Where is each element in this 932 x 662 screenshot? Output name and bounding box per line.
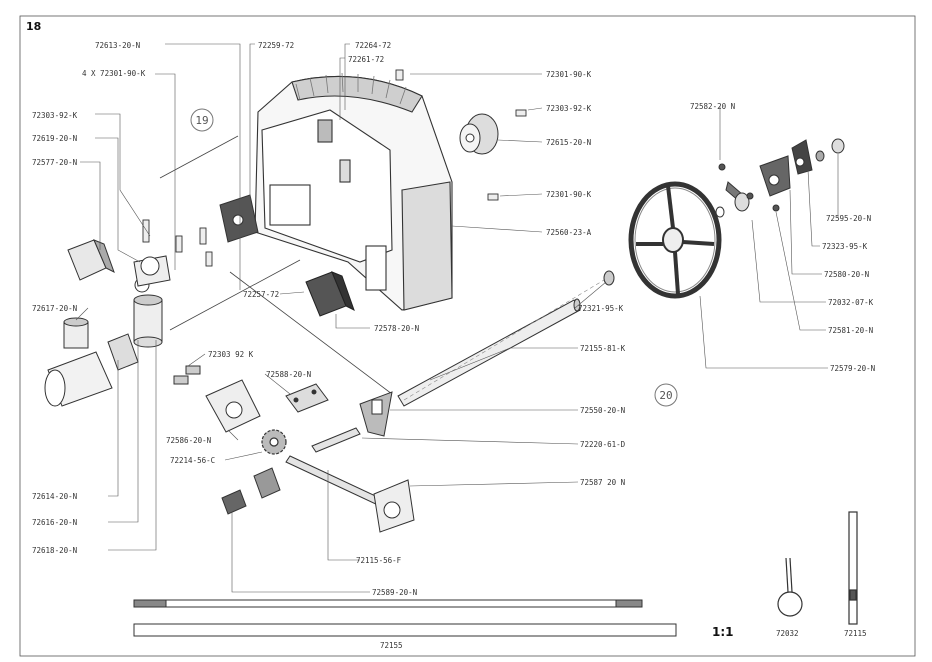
label-72580: 72580-20-N	[824, 270, 869, 279]
housing-72560	[254, 72, 453, 311]
label-72618: 72618-20-N	[32, 546, 77, 555]
leader-lines	[75, 43, 839, 593]
scale-label: 1:1	[712, 625, 734, 639]
label-72303-c: 72303 92 K	[208, 350, 254, 359]
spanner-icon	[777, 557, 803, 617]
label-72614: 72614-20-N	[32, 492, 77, 501]
sheet-border	[19, 15, 916, 657]
lever-parts	[715, 138, 845, 218]
label-72550: 72550-20-N	[580, 406, 625, 415]
label-72214: 72214-56-C	[170, 456, 215, 465]
label-72301-a: 72301-90-K	[546, 70, 592, 79]
worm-shaft-72115	[221, 427, 385, 515]
handwheel-72579	[628, 181, 722, 299]
label-72264: 72264-72	[355, 41, 391, 50]
label-4x72301: 4 X 72301-90-K	[82, 69, 146, 78]
gearbox-72586	[173, 365, 261, 433]
label-72257: 72257-72	[243, 290, 279, 299]
label-72579: 72579-20-N	[830, 364, 875, 373]
label-72615: 72615-20-N	[546, 138, 591, 147]
roller-72615	[459, 113, 499, 155]
block-72578	[305, 271, 355, 317]
label-72587: 72587 20 N	[580, 478, 625, 487]
rod-72155	[159, 135, 605, 407]
label-tool-72032: 72032	[776, 629, 799, 638]
label-72560: 72560-23-A	[546, 228, 592, 237]
valve-72619	[133, 255, 171, 287]
label-72321: 72321-95-K	[578, 304, 624, 313]
label-72589: 72589-20-N	[372, 588, 417, 597]
group-20-label: 20	[659, 389, 672, 402]
label-72115: 72115-56-F	[356, 556, 402, 565]
label-72613: 72613-20-N	[95, 41, 140, 50]
label-72581: 72581-20-N	[828, 326, 873, 335]
label-72303-b: 72303-92-K	[546, 104, 592, 113]
connector-72577	[67, 239, 115, 281]
bracket-plate	[219, 194, 259, 243]
label-72617: 72617-20-N	[32, 304, 77, 313]
housing-72587	[373, 479, 415, 533]
label-72259: 72259-72	[258, 41, 294, 50]
label-72616: 72616-20-N	[32, 518, 77, 527]
label-72261: 72261-72	[348, 55, 384, 64]
label-72220: 72220-61-D	[580, 440, 626, 449]
label-72578: 72578-20-N	[374, 324, 419, 333]
hex-key-icon	[848, 511, 858, 625]
label-72155: 72155-81-K	[580, 344, 626, 353]
plate-72588	[285, 383, 329, 413]
label-72323: 72323-95-K	[822, 242, 868, 251]
label-72582: 72582-20 N	[690, 102, 735, 111]
group-marker-19: 19	[190, 108, 214, 132]
sleeve-72550	[359, 391, 393, 437]
label-72303-left: 72303-92-K	[32, 111, 78, 120]
pipe-72614	[44, 317, 139, 407]
label-72301-c: 72301-90-K	[546, 190, 592, 199]
label-tool-72115: 72115	[844, 629, 867, 638]
bolts-72301	[142, 69, 527, 267]
label-72595: 72595-20-N	[826, 214, 871, 223]
part-labels: 72613-20-N 4 X 72301-90-K 72303-92-K 726…	[32, 41, 875, 650]
label-72032: 72032-07-K	[828, 298, 874, 307]
group-19-label: 19	[195, 114, 208, 127]
label-72155-bar: 72155	[380, 641, 403, 650]
long-bar-72155	[133, 599, 677, 637]
nut-72321	[603, 270, 615, 286]
label-72588: 72588-20-N	[266, 370, 311, 379]
page-number: 18	[26, 20, 42, 33]
gear-72214	[261, 429, 287, 455]
cylinder-72616	[133, 277, 163, 348]
label-72577: 72577-20-N	[32, 158, 77, 167]
label-72619: 72619-20-N	[32, 134, 77, 143]
group-marker-20: 20	[654, 383, 678, 407]
label-72586: 72586-20-N	[166, 436, 211, 445]
